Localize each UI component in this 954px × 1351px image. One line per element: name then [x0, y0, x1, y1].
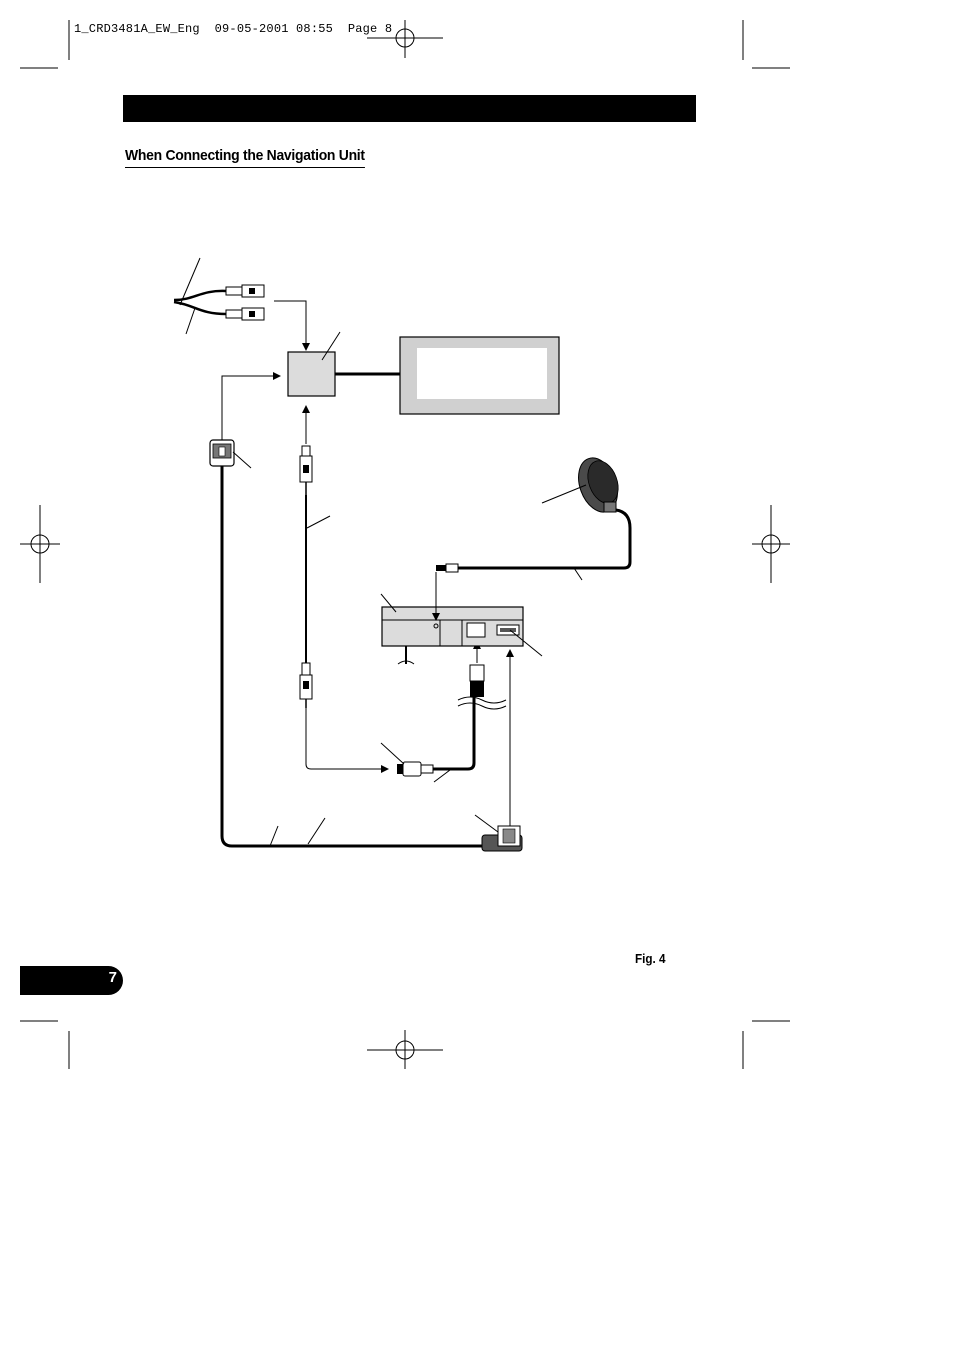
rca-audio-leads	[173, 257, 310, 351]
cable-connector-bottom	[474, 814, 523, 852]
navigation-display	[399, 336, 560, 415]
interface-box	[287, 331, 400, 397]
section-title: When Connecting the Navigation Unit	[125, 147, 365, 168]
page-number: 7	[108, 969, 117, 986]
page-number-tab: 7	[20, 966, 123, 995]
gps-antenna	[432, 457, 632, 621]
rca-pin-plug-lower	[299, 662, 313, 708]
mini-plug-connector	[380, 742, 434, 777]
navigation-unit	[380, 593, 543, 665]
cable-break-marks	[457, 664, 507, 710]
cable-connector-left	[209, 439, 252, 469]
section-header-bar	[123, 95, 696, 122]
print-file-header: 1_CRD3481A_EW_Eng 09-05-2001 08:55 Page …	[74, 22, 393, 36]
figure-label: Fig. 4	[635, 951, 666, 966]
rca-pin-plug-upper	[299, 405, 313, 495]
